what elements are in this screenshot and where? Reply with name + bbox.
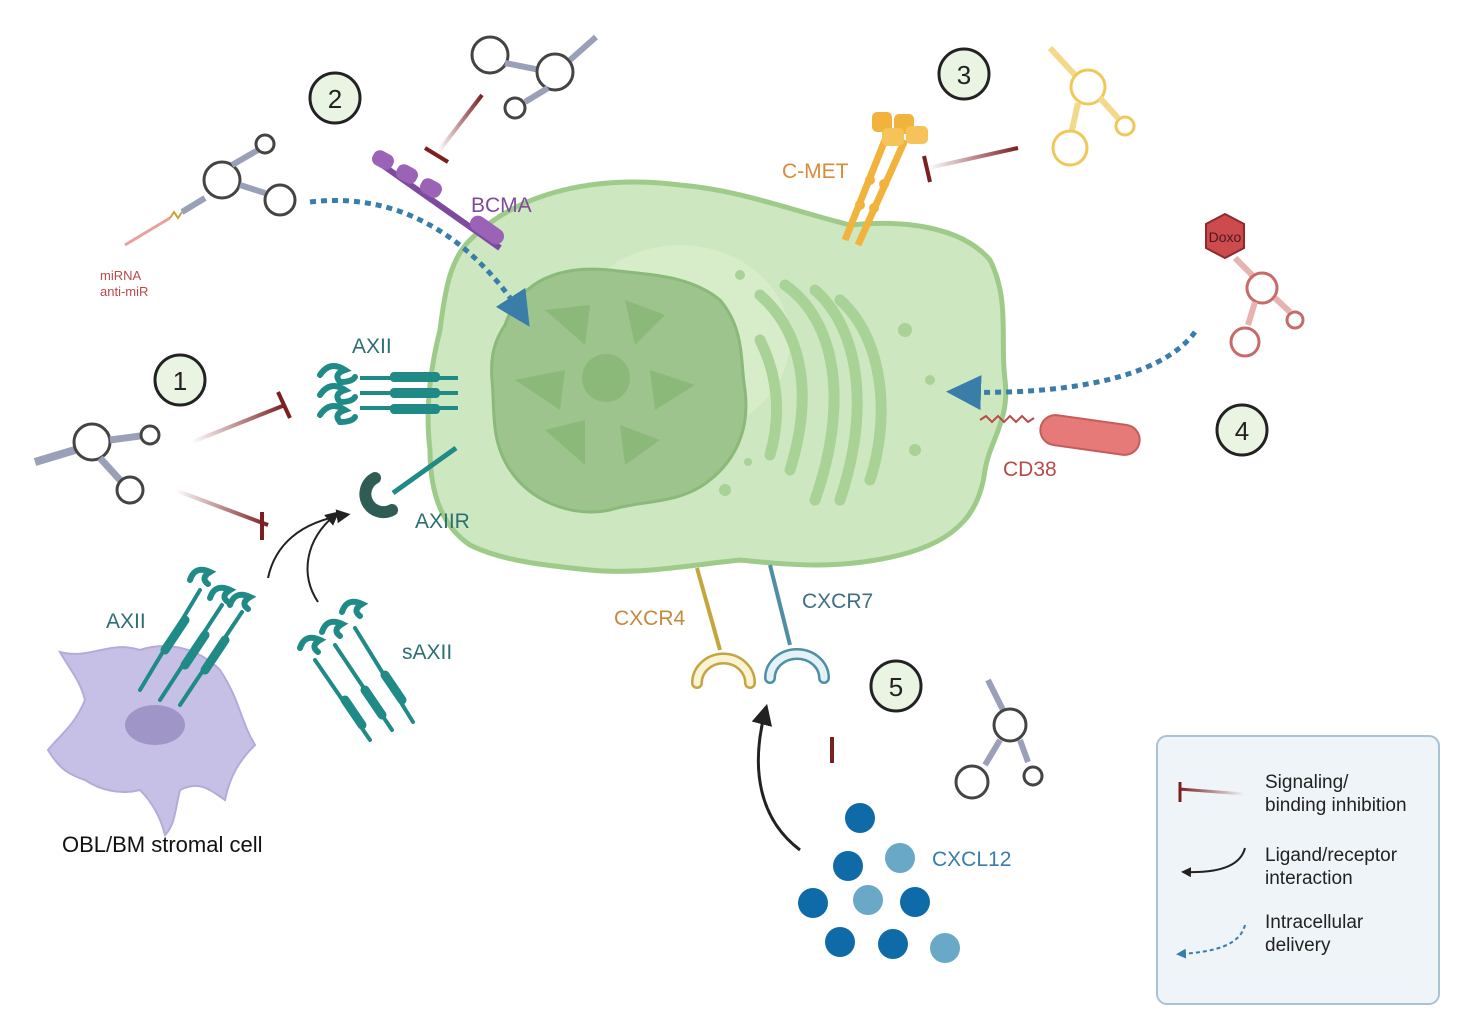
cd38-receptor bbox=[979, 414, 1141, 456]
legend-delivery-line1: Intracellular bbox=[1265, 912, 1364, 933]
svg-text:4: 4 bbox=[1235, 416, 1249, 446]
bcma-receptor bbox=[371, 150, 505, 251]
svg-text:5: 5 bbox=[889, 672, 903, 702]
doxo-label: Doxo bbox=[1209, 229, 1242, 245]
doxo-aptamer-conjugate: Doxo bbox=[1205, 212, 1305, 358]
legend-item-delivery: Intracellular delivery bbox=[1176, 912, 1364, 959]
saxl-label: sAXII bbox=[402, 641, 452, 664]
inhibition-bcma bbox=[423, 93, 484, 164]
svg-text:1: 1 bbox=[173, 366, 187, 396]
axlr-receptor bbox=[359, 445, 458, 519]
step-marker-2: 2 bbox=[308, 71, 362, 125]
interaction-arrow-cxcl12 bbox=[751, 703, 801, 852]
delivery-arrow-doxo bbox=[946, 330, 1198, 411]
aptamer-cxcr bbox=[954, 678, 1044, 800]
legend-inhibition-line2: binding inhibition bbox=[1265, 795, 1407, 816]
saxl-molecules bbox=[297, 598, 415, 742]
bcma-label: BCMA bbox=[471, 194, 532, 217]
cd38-label: CD38 bbox=[1003, 458, 1057, 481]
cxcr4-label: CXCR4 bbox=[614, 607, 686, 630]
axl-label-stromal: AXII bbox=[106, 610, 146, 633]
delivery-arrow-mirna bbox=[309, 198, 530, 327]
interaction-arrow-saxl bbox=[306, 511, 340, 603]
aptamer-cmet bbox=[1047, 45, 1136, 167]
cmet-label: C-MET bbox=[782, 160, 849, 183]
cxcl12-label: CXCL12 bbox=[932, 848, 1011, 871]
inhibition-axlr bbox=[174, 488, 269, 540]
axl-receptor bbox=[317, 363, 458, 426]
legend-inhibition-line1: Signaling/ bbox=[1265, 772, 1349, 793]
antimir-label: anti-miR bbox=[100, 284, 148, 299]
step-marker-4: 4 bbox=[1215, 403, 1269, 457]
step-marker-1: 1 bbox=[153, 353, 207, 407]
cxcr4-receptor bbox=[691, 567, 756, 689]
aptamer-bcma bbox=[470, 34, 598, 120]
axlr-label: AXIIR bbox=[415, 510, 470, 533]
step-marker-3: 3 bbox=[937, 47, 991, 101]
cxcr7-receptor bbox=[764, 564, 830, 684]
legend-interaction-line1: Ligand/receptor bbox=[1265, 845, 1398, 866]
cxcl12-ligands bbox=[798, 803, 960, 963]
inhibition-axl bbox=[191, 391, 292, 444]
legend-item-inhibition: Signaling/ binding inhibition bbox=[1178, 772, 1407, 816]
axl-label-top: AXII bbox=[352, 335, 392, 358]
legend-interaction-line2: interaction bbox=[1265, 868, 1353, 889]
svg-text:3: 3 bbox=[957, 60, 971, 90]
stromal-cell-label: OBL/BM stromal cell bbox=[62, 832, 263, 857]
legend-box: Signaling/ binding inhibition Ligand/rec… bbox=[1156, 735, 1440, 1005]
svg-text:2: 2 bbox=[328, 84, 342, 114]
cxcr7-label: CXCR7 bbox=[802, 590, 873, 613]
inhibition-cxcr bbox=[830, 737, 932, 763]
legend-delivery-line2: delivery bbox=[1265, 935, 1331, 956]
aptamer-mirna bbox=[124, 133, 297, 247]
nucleus bbox=[490, 267, 748, 514]
axl-stromal-receptors bbox=[138, 566, 257, 707]
aptamer-axl bbox=[33, 422, 161, 505]
legend-item-interaction: Ligand/receptor interaction bbox=[1181, 845, 1398, 889]
mirna-label: miRNA bbox=[100, 268, 141, 283]
step-marker-5: 5 bbox=[869, 659, 923, 713]
inhibition-cmet bbox=[922, 146, 1019, 183]
cmet-receptor bbox=[841, 112, 928, 247]
endoplasmic-reticulum bbox=[719, 270, 935, 506]
